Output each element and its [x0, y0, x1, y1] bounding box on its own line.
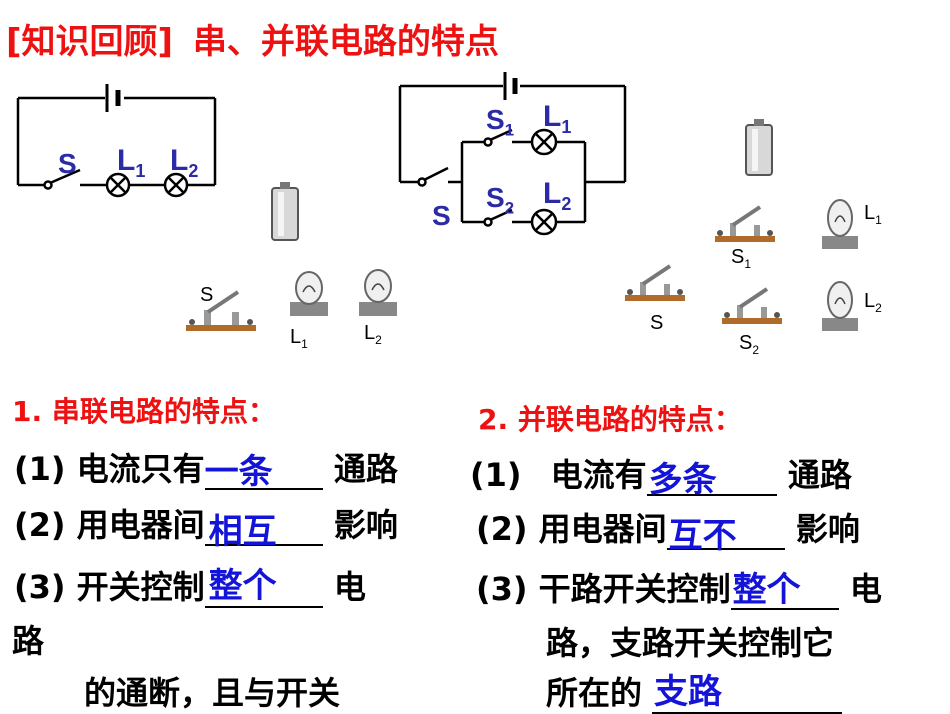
series-heading: 1. 串联电路的特点：: [12, 395, 276, 428]
series-circuit-diagram: [16, 84, 217, 198]
parallel-part-switch1-label: S1: [731, 246, 752, 271]
battery-picture-1: [271, 182, 299, 241]
parallel-item3: (3) 干路开关控制整个 电: [476, 564, 882, 610]
parallel-part-switch-label: S: [650, 312, 664, 334]
series-lamp2-label: L2: [170, 144, 199, 181]
series-part-lamp2-label: L2: [364, 322, 382, 347]
series-answer3: 整个: [208, 566, 277, 606]
knife-switch-picture-s: [186, 290, 256, 331]
series-lamp1-label: L1: [117, 144, 146, 181]
knife-switch-picture-s-right: [625, 264, 685, 301]
knife-switch-picture-s1: [715, 205, 775, 242]
title-bracket: [知识回顾]: [6, 22, 174, 62]
parallel-lamp1-label: L1: [543, 100, 572, 137]
series-part-switch-label: S: [200, 284, 214, 306]
series-switch-label: S: [58, 148, 77, 179]
bulb-picture-l2-right: [822, 281, 858, 331]
parallel-part-lamp1-label: L1: [864, 202, 882, 227]
series-item2: (2) 用电器间相互 影响: [14, 506, 398, 552]
parallel-item3-line2: 路，支路开关控制它: [546, 624, 835, 662]
knife-switch-picture-s2: [722, 287, 782, 324]
parallel-answer3: 整个: [732, 570, 801, 610]
series-answer1: 一条: [204, 452, 273, 492]
parallel-answer4: 支路: [654, 672, 723, 712]
series-part-lamp1-label: L1: [290, 326, 308, 351]
title: [知识回顾] 串、并联电路的特点: [6, 14, 499, 63]
parallel-switch1-label: S1: [486, 104, 515, 140]
parallel-item3-line3: 所在的支路: [546, 668, 843, 714]
series-answer2: 相互: [208, 512, 277, 552]
bulb-picture-l2: [359, 269, 397, 316]
parallel-circuit-diagram: [398, 72, 627, 236]
parallel-switch2-label: S2: [486, 182, 515, 218]
parallel-answer1: 多条: [648, 460, 717, 500]
parallel-item1: (1) 电流有多条 通路: [470, 450, 852, 500]
bulb-picture-l1: [290, 271, 328, 316]
title-text: 串、并联电路的特点: [192, 22, 499, 62]
parallel-answer2: 互不: [668, 516, 737, 556]
parallel-item2: (2) 用电器间互不 影响: [476, 510, 860, 556]
bulb-picture-l1-right: [822, 199, 858, 249]
series-item1: (1) 电流只有一条 通路: [14, 444, 398, 492]
parallel-main-switch-label: S: [432, 200, 451, 231]
series-item3-line2: 路: [12, 622, 45, 660]
parallel-heading: 2. 并联电路的特点：: [478, 403, 742, 436]
battery-picture-2: [745, 119, 773, 176]
parallel-part-switch2-label: S2: [739, 332, 760, 357]
parallel-part-lamp2-label: L2: [864, 290, 882, 315]
parallel-lamp2-label: L2: [543, 177, 572, 214]
series-item3-line3: 的通断，且与开关: [84, 674, 341, 712]
series-item3: (3) 开关控制整个 电: [14, 562, 366, 608]
